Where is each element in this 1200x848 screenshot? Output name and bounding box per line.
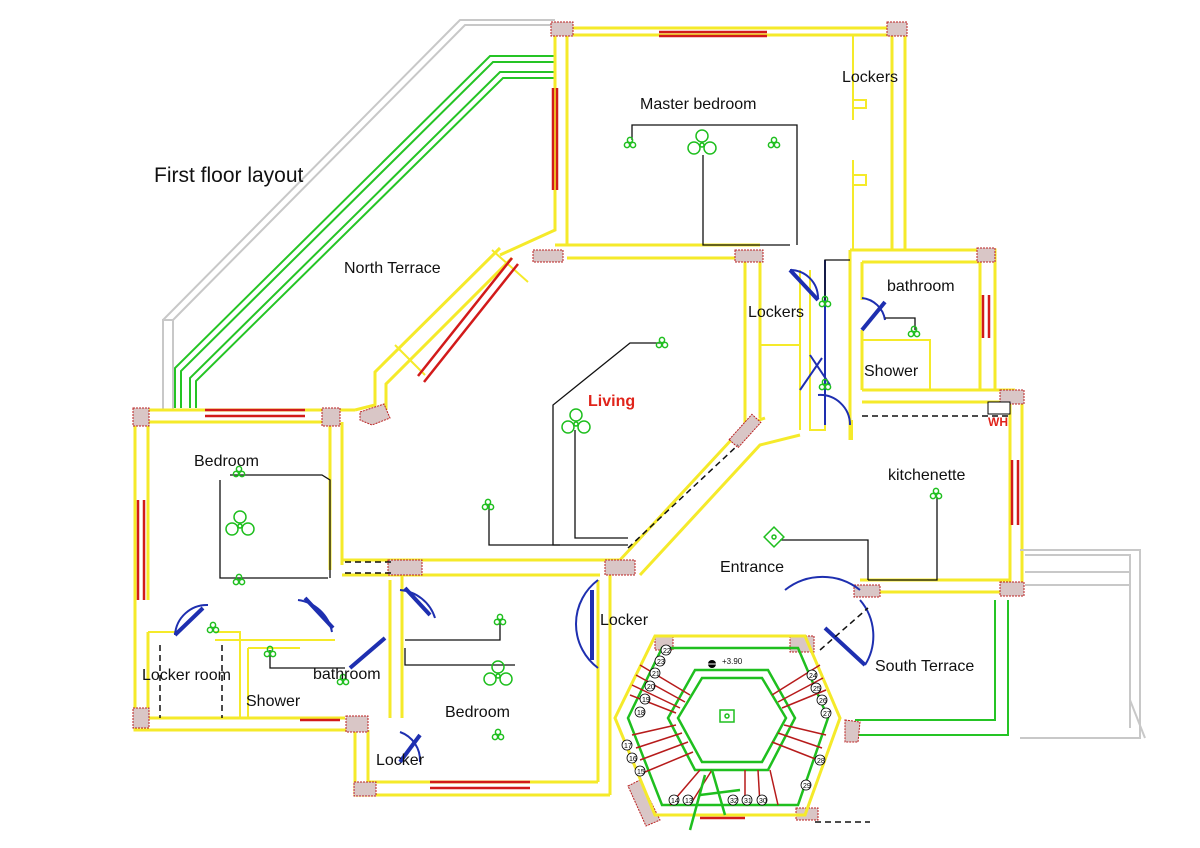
stair-step-label: 19 (642, 697, 650, 704)
stair-elevation-label: +3.90 (722, 657, 743, 666)
stair-step-label: 13 (685, 798, 693, 805)
stair-step-label: 28 (817, 758, 825, 765)
room-label-bathroom-left: bathroom (313, 666, 381, 683)
stair-step-label: 21 (652, 671, 660, 678)
light-fixtures (206, 129, 943, 741)
room-label-living: Living (588, 393, 635, 410)
room-label-entrance: Entrance (720, 559, 784, 576)
stair-step-label: 30 (759, 798, 767, 805)
stair-step-label: 25 (813, 686, 821, 693)
south-terrace-rail (855, 549, 1146, 739)
page-title: First floor layout (154, 164, 304, 187)
stair-step-label: 29 (803, 783, 811, 790)
room-label-bathroom-right: bathroom (887, 278, 955, 295)
stair-treads (629, 664, 827, 806)
stair-step-label: 16 (629, 756, 637, 763)
stair-step-label: 14 (671, 798, 679, 805)
stair-hexagon: 22 23 21 20 19 18 24 25 26 27 28 29 17 (613, 634, 842, 831)
stair-step-labels: 22 23 21 20 19 18 24 25 26 27 28 29 17 (621, 644, 832, 806)
room-label-bedroom-bottom: Bedroom (445, 704, 510, 721)
water-heater-tag: WH (988, 415, 1008, 429)
water-heater-box (987, 401, 1011, 415)
stair-step-label: 27 (823, 711, 831, 718)
room-label-shower-left: Shower (246, 693, 301, 710)
stair-step-label: 18 (637, 710, 645, 717)
windows (136, 30, 1020, 790)
room-label-locker-bottom: Locker (376, 752, 425, 769)
room-label-kitchenette: kitchenette (888, 467, 965, 484)
stair-step-label: 20 (647, 684, 655, 691)
stair-step-label: 32 (730, 798, 738, 805)
stair-step-label: 24 (809, 673, 817, 680)
doors (173, 260, 887, 764)
room-label-lockers-mid: Lockers (748, 304, 804, 321)
north-terrace-rail (174, 55, 555, 408)
stair-step-label: 23 (657, 659, 665, 666)
room-label-north-terrace: North Terrace (344, 260, 441, 277)
room-label-lockers-top: Lockers (842, 69, 898, 86)
room-label-locker-center: Locker (600, 612, 649, 629)
dashed-openings (159, 415, 1010, 823)
walls (133, 26, 1024, 797)
columns (132, 21, 1025, 827)
stair-step-label: 26 (819, 698, 827, 705)
room-label-master-bedroom: Master bedroom (640, 96, 757, 113)
room-label-locker-room: Locker room (142, 667, 231, 684)
room-label-shower-right: Shower (864, 363, 919, 380)
stair-step-label: 17 (624, 743, 632, 750)
room-label-bedroom-left: Bedroom (194, 453, 259, 470)
stair-step-label: 31 (744, 798, 752, 805)
stair-step-label: 22 (663, 648, 671, 655)
room-label-south-terrace: South Terrace (875, 658, 974, 675)
outer-railing-northwest (162, 19, 555, 410)
stair-step-label: 15 (637, 769, 645, 776)
